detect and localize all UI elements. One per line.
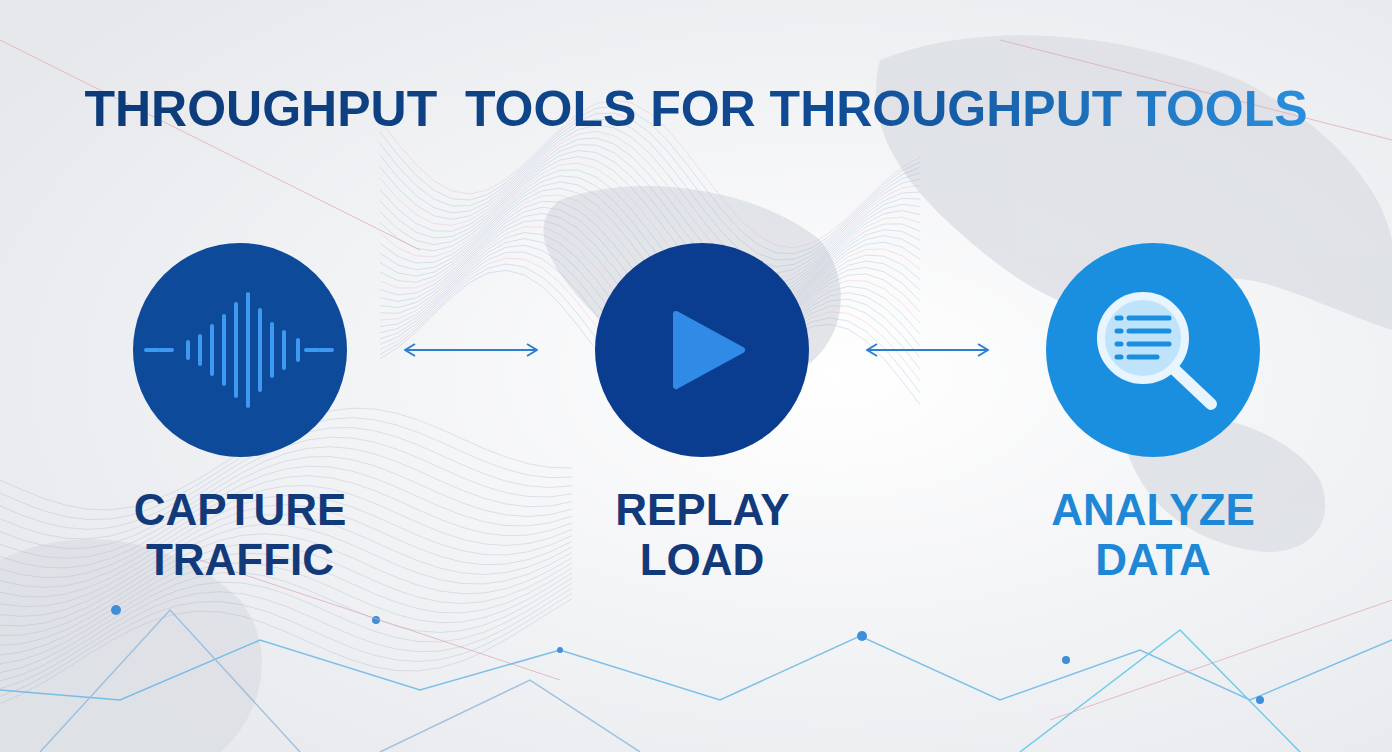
circle-shape xyxy=(988,243,1318,457)
circle-shape xyxy=(537,243,867,457)
step-label: CAPTURE TRAFFIC xyxy=(134,485,347,585)
step-circle: REPLAY LOAD xyxy=(537,243,867,457)
step-label: ANALYZE DATA xyxy=(1051,485,1255,585)
diagram-title: THROUGHPUT TOOLS FOR THROUGHPUT TOOLS xyxy=(0,80,1392,138)
double-arrow xyxy=(405,349,537,351)
step-label: REPLAY LOAD xyxy=(615,485,789,585)
step-circle: CAPTURE TRAFFIC xyxy=(75,243,405,457)
circle-shape xyxy=(75,243,405,457)
title-text: THROUGHPUT TOOLS FOR THROUGHPUT TOOLS xyxy=(84,81,1307,137)
double-arrow xyxy=(867,349,988,351)
step-circle: ANALYZE DATA xyxy=(988,243,1318,457)
